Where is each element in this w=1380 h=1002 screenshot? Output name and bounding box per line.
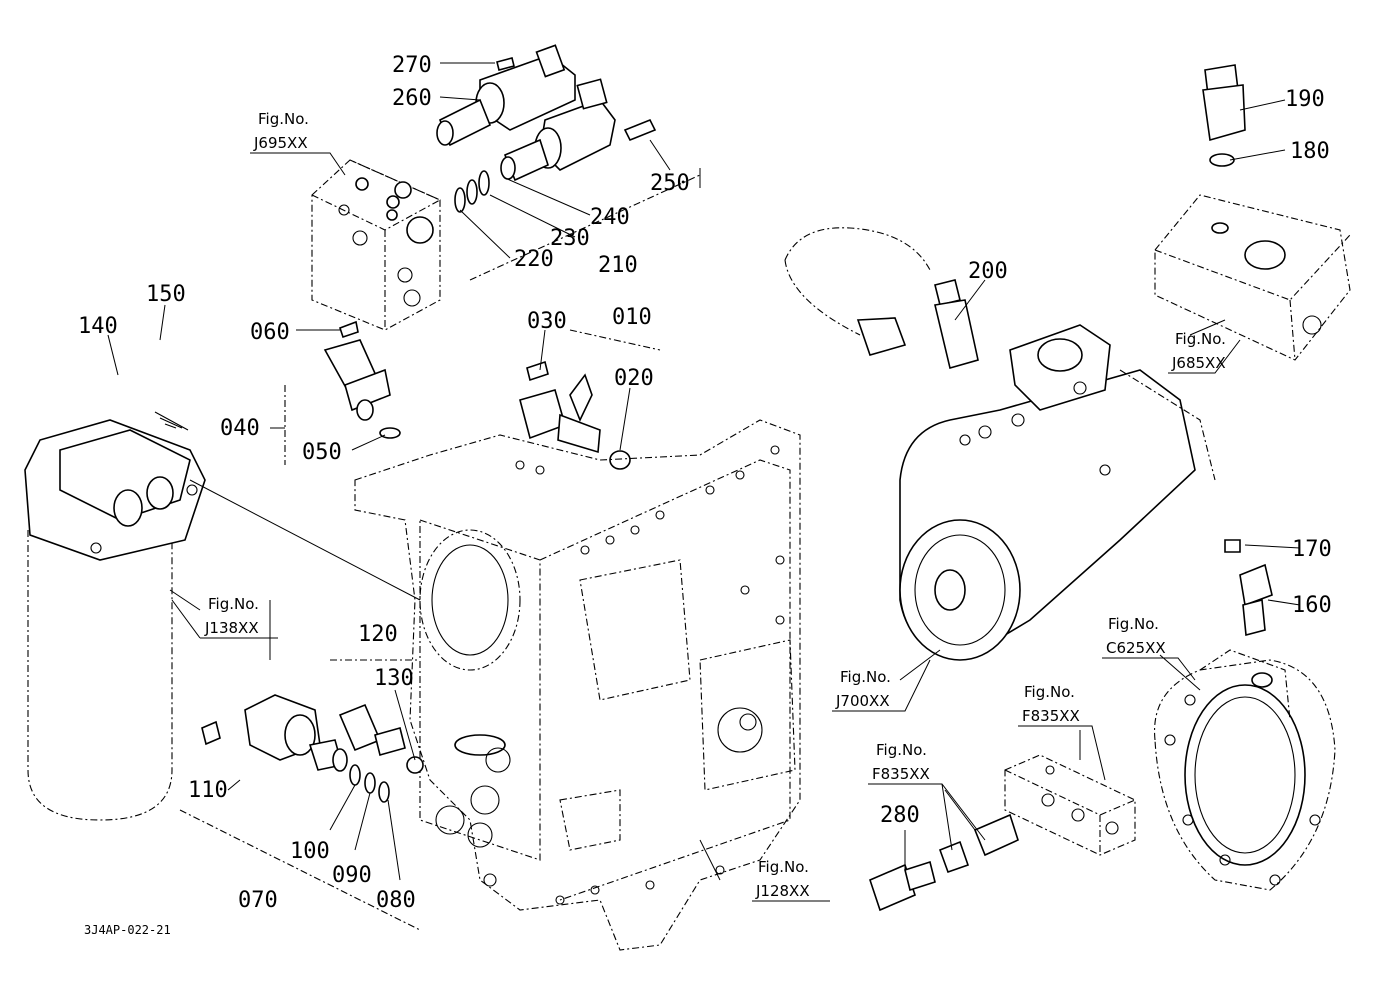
leader-lines — [107, 62, 1301, 931]
sensor-120-drawing — [338, 703, 424, 774]
fig-ref-j138-title: Fig.No. — [208, 595, 259, 613]
label-080: 080 — [376, 888, 416, 913]
label-160: 160 — [1292, 593, 1332, 618]
sensor-040-drawing — [323, 320, 401, 439]
fig-ref-f835-number-a: F835XX — [1022, 707, 1080, 725]
label-240: 240 — [590, 205, 630, 230]
label-270: 270 — [392, 53, 432, 78]
o-rings-220-230-drawing — [454, 170, 490, 213]
fig-ref-j700-number: J700XX — [835, 692, 890, 710]
label-250: 250 — [650, 171, 690, 196]
part-labels: 270 260 250 240 230 220 210 190 180 200 … — [78, 53, 1332, 913]
sensor-280-drawing — [869, 813, 1019, 912]
label-110: 110 — [188, 778, 228, 803]
hydraulic-pump-drawing — [784, 227, 1216, 661]
block-j685xx-drawing — [1154, 194, 1351, 361]
label-090: 090 — [332, 863, 372, 888]
fig-ref-j128-number: J128XX — [755, 882, 810, 900]
bolt-270-drawing — [496, 57, 515, 71]
fig-ref-c625-title: Fig.No. — [1108, 615, 1159, 633]
fig-ref-j695-number: J695XX — [253, 134, 308, 152]
block-f835xx-drawing — [1004, 754, 1136, 856]
label-030: 030 — [527, 309, 567, 334]
solenoid-260-drawing — [436, 44, 576, 147]
fig-ref-j685-title: Fig.No. — [1175, 330, 1226, 348]
label-230: 230 — [550, 226, 590, 251]
label-020: 020 — [614, 366, 654, 391]
fig-ref-c625-number: C625XX — [1106, 639, 1166, 657]
label-040: 040 — [220, 416, 260, 441]
figure-references: Fig.No. J695XX Fig.No. J685XX Fig.No. J1… — [171, 110, 1241, 902]
label-180: 180 — [1290, 139, 1330, 164]
fig-ref-j695-title: Fig.No. — [258, 110, 309, 128]
fig-ref-j685-number: J685XX — [1171, 354, 1226, 372]
label-150: 150 — [146, 282, 186, 307]
label-190: 190 — [1285, 87, 1325, 112]
label-060: 060 — [250, 320, 290, 345]
fig-ref-j128-title: Fig.No. — [758, 858, 809, 876]
diagram-code: 3J4AP-022-21 — [84, 923, 171, 937]
label-170: 170 — [1292, 537, 1332, 562]
fig-ref-j700-title: Fig.No. — [840, 668, 891, 686]
sensor-160-drawing — [1224, 539, 1273, 637]
fig-ref-j138-number: J138XX — [204, 619, 259, 637]
sensor-010-drawing — [519, 360, 631, 470]
label-070: 070 — [238, 888, 278, 913]
cover-c625xx-drawing — [1154, 649, 1336, 891]
label-200: 200 — [968, 259, 1008, 284]
fig-ref-f835-number-b: F835XX — [872, 765, 930, 783]
label-260: 260 — [392, 86, 432, 111]
sensor-190-drawing — [1202, 64, 1246, 167]
label-220: 220 — [514, 247, 554, 272]
label-140: 140 — [78, 314, 118, 339]
label-210: 210 — [598, 253, 638, 278]
fig-ref-f835-title-a: Fig.No. — [1024, 683, 1075, 701]
transmission-case-drawing — [354, 419, 801, 951]
valve-block-drawing — [311, 159, 441, 331]
label-010: 010 — [612, 305, 652, 330]
label-280: 280 — [880, 803, 920, 828]
solenoid-070-drawing — [201, 694, 390, 803]
filter-assembly-drawing — [24, 411, 206, 821]
fig-ref-f835-title-b: Fig.No. — [876, 741, 927, 759]
solenoid-240-drawing — [500, 78, 616, 182]
label-050: 050 — [302, 440, 342, 465]
label-120: 120 — [358, 622, 398, 647]
label-100: 100 — [290, 839, 330, 864]
label-130: 130 — [374, 666, 414, 691]
bolt-250-drawing — [623, 118, 657, 142]
